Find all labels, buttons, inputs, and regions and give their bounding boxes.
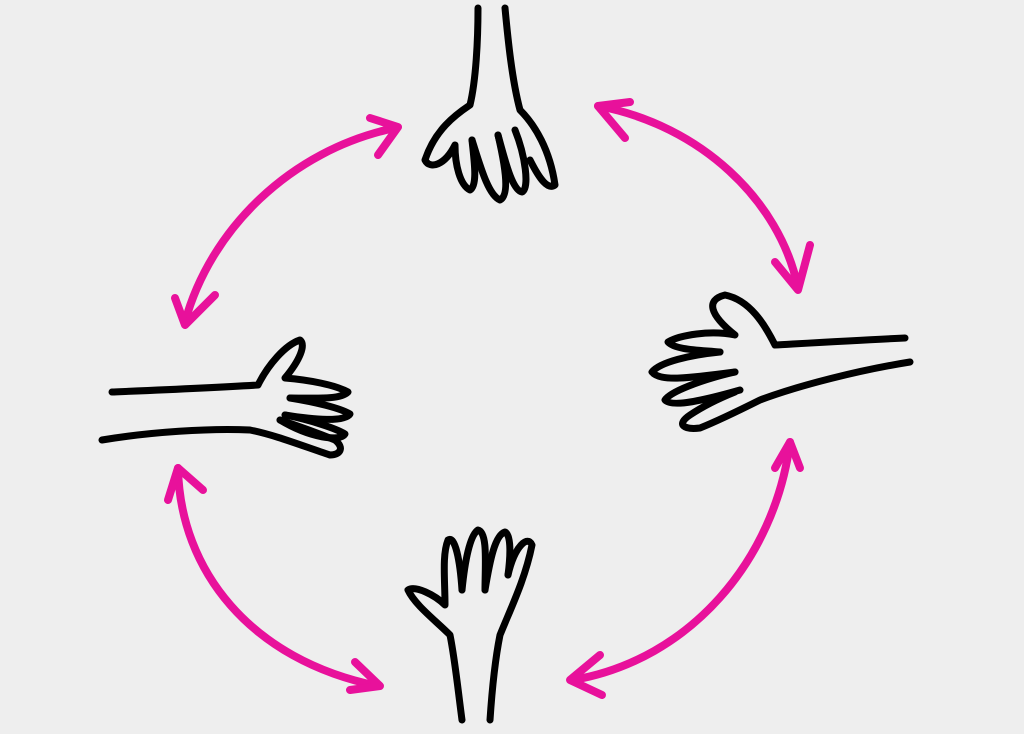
- arrow-top-right: [594, 98, 814, 294]
- hand-left: [98, 336, 354, 459]
- hand-bottom: [404, 526, 536, 724]
- hand-top: [421, 4, 559, 204]
- hand-right: [648, 291, 914, 432]
- arrow-bottom-right: [566, 438, 804, 699]
- arrow-bottom-left: [164, 464, 384, 694]
- arrow-top-left: [171, 114, 402, 329]
